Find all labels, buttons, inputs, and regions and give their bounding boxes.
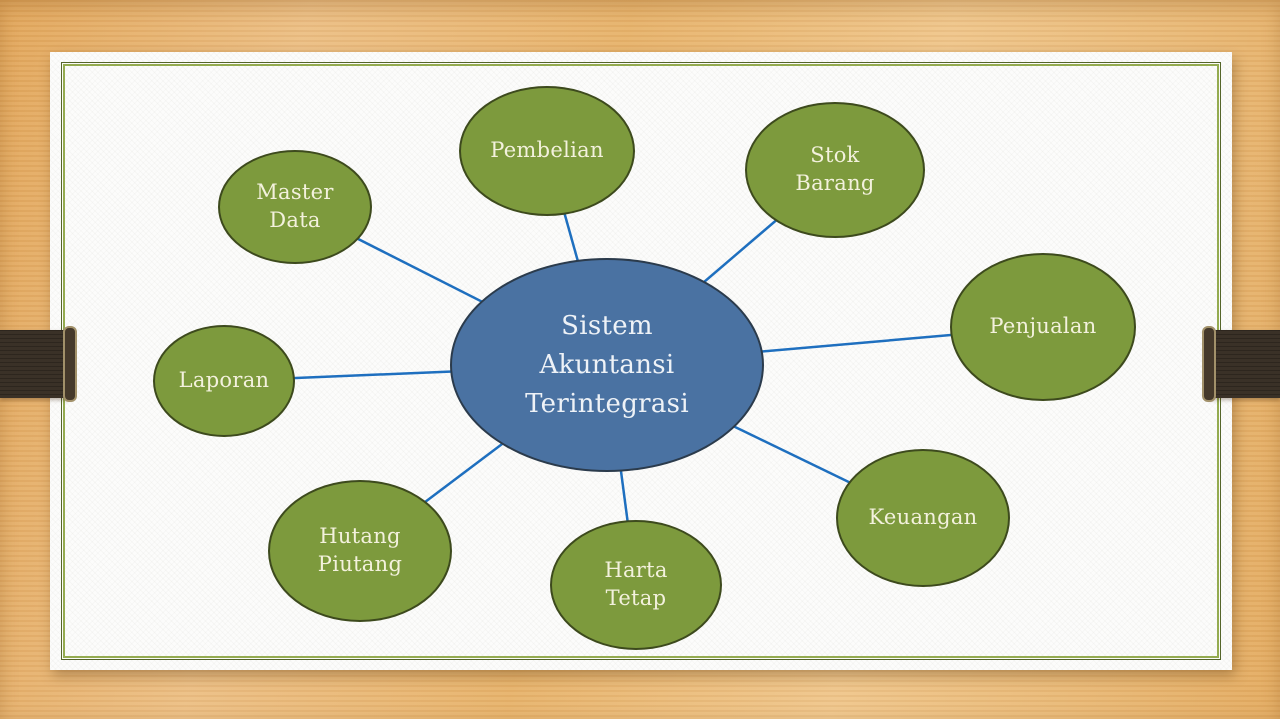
node-penjualan: Penjualan [950,253,1136,401]
node-harta-tetap: Harta Tetap [550,520,722,650]
node-harta-tetap-label: Harta Tetap [604,558,668,610]
presentation-slide: Master Data Pembelian Stok Barang Penjua… [50,52,1232,670]
right-ribbon-cap [1202,326,1216,402]
node-hutang-piutang-label: Hutang Piutang [317,524,403,576]
left-ribbon-cap [63,326,77,402]
node-master-data: Master Data [218,150,372,264]
node-center-label: Sistem Akuntansi Terintegrasi [525,310,689,419]
node-keuangan-label: Keuangan [868,505,978,530]
node-master-data-label: Master Data [256,180,334,232]
right-ribbon-bar [1208,330,1280,398]
node-pembelian-label: Pembelian [490,138,604,163]
node-keuangan: Keuangan [836,449,1010,587]
node-penjualan-label: Penjualan [989,314,1097,339]
node-stok-barang: Stok Barang [745,102,925,238]
node-laporan: Laporan [153,325,295,437]
node-stok-barang-label: Stok Barang [795,143,875,195]
node-pembelian: Pembelian [459,86,635,216]
node-laporan-label: Laporan [178,368,270,393]
node-hutang-piutang: Hutang Piutang [268,480,452,622]
node-center-sistem-akuntansi: Sistem Akuntansi Terintegrasi [450,258,764,472]
left-ribbon-bar [0,330,70,398]
